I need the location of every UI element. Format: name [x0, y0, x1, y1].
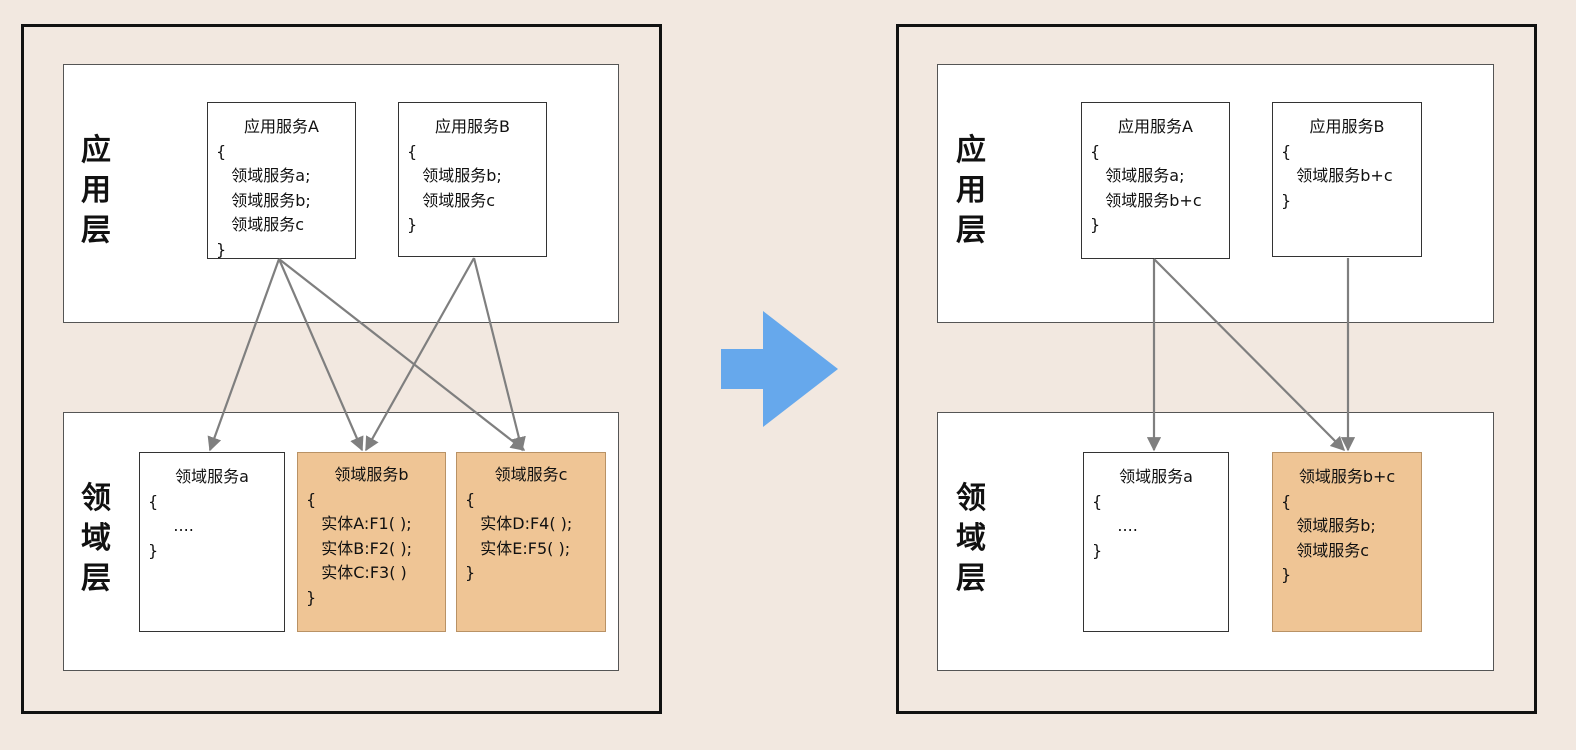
- code-line: {: [465, 489, 476, 509]
- code-line: {: [306, 489, 317, 509]
- arrow-app-a-to-domain-c: [278, 258, 526, 451]
- left-app-service-a: 应用服务A { 领域服务a; 领域服务b; 领域服务c }: [207, 102, 356, 259]
- arrow-app-a-to-domain-b: [277, 258, 364, 452]
- code-line: ....: [148, 516, 194, 535]
- code-line: {: [1281, 491, 1292, 511]
- code-line: }: [306, 587, 317, 607]
- code-line: }: [216, 239, 227, 259]
- code-line: 领域服务c: [216, 215, 305, 234]
- box-title: 领域服务b+c: [1298, 467, 1396, 486]
- arrow-app-a-to-domain-a: [207, 258, 281, 452]
- right-app-service-b: 应用服务B { 领域服务b+c }: [1272, 102, 1422, 257]
- code-line: }: [407, 215, 418, 234]
- code-line: 领域服务b+c: [1090, 190, 1202, 210]
- arrow-app-a-to-domain-bc: [1153, 258, 1346, 452]
- code-line: 领域服务c: [1281, 540, 1370, 560]
- left-app-layer-label: 应用层: [81, 133, 111, 248]
- box-title: 应用服务A: [244, 117, 319, 136]
- code-line: 实体D:F4( );: [465, 514, 573, 533]
- code-line: 实体C:F3( ): [306, 563, 407, 582]
- code-line: {: [148, 491, 159, 511]
- code-line: {: [1281, 141, 1292, 161]
- code-line: }: [1092, 540, 1103, 560]
- code-line: }: [148, 540, 159, 560]
- left-domain-service-a: 领域服务a { .... }: [139, 452, 285, 632]
- box-title: 领域服务a: [175, 467, 249, 486]
- left-domain-service-b: 领域服务b { 实体A:F1( ); 实体B:F2( ); 实体C:F3( ) …: [297, 452, 446, 632]
- code-line: {: [407, 141, 418, 161]
- arrow-app-b-to-domain-b: [365, 257, 475, 452]
- code-line: 实体E:F5( );: [465, 538, 571, 558]
- code-line: 领域服务b;: [1281, 516, 1376, 535]
- code-line: ....: [1092, 516, 1138, 535]
- box-title: 领域服务b: [334, 465, 409, 484]
- box-title: 应用服务B: [435, 117, 510, 136]
- code-line: }: [1090, 215, 1101, 234]
- code-line: {: [1090, 141, 1101, 161]
- right-arrow-icon: [721, 311, 838, 427]
- code-line: 领域服务a;: [1090, 166, 1185, 185]
- right-app-layer-label: 应用层: [956, 133, 986, 248]
- box-title: 应用服务B: [1309, 117, 1385, 136]
- code-line: 领域服务a;: [216, 166, 311, 185]
- box-title: 领域服务a: [1119, 467, 1193, 486]
- right-domain-layer-label: 领域层: [956, 481, 986, 596]
- left-app-service-b: 应用服务B { 领域服务b; 领域服务c }: [398, 102, 547, 257]
- code-line: }: [465, 563, 476, 582]
- left-panel: [21, 24, 662, 714]
- code-line: }: [1281, 190, 1292, 210]
- box-title: 应用服务A: [1118, 117, 1193, 136]
- box-title: 领域服务c: [494, 465, 568, 484]
- code-line: 实体A:F1( );: [306, 514, 412, 533]
- right-domain-service-bc: 领域服务b+c { 领域服务b; 领域服务c }: [1272, 452, 1422, 632]
- code-line: 领域服务b+c: [1281, 166, 1393, 185]
- right-panel: [896, 24, 1537, 714]
- left-domain-service-c: 领域服务c { 实体D:F4( ); 实体E:F5( ); }: [456, 452, 606, 632]
- arrow-app-b-to-domain-c: [472, 257, 526, 452]
- right-domain-service-a: 领域服务a { .... }: [1083, 452, 1229, 632]
- code-line: 领域服务b;: [407, 166, 502, 185]
- code-line: 实体B:F2( );: [306, 538, 412, 558]
- right-app-service-a: 应用服务A { 领域服务a; 领域服务b+c }: [1081, 102, 1230, 259]
- code-line: {: [216, 141, 227, 161]
- code-line: {: [1092, 491, 1103, 511]
- code-line: 领域服务c: [407, 190, 496, 210]
- code-line: 领域服务b;: [216, 190, 311, 210]
- left-domain-layer-label: 领域层: [81, 481, 111, 596]
- code-line: }: [1281, 565, 1292, 584]
